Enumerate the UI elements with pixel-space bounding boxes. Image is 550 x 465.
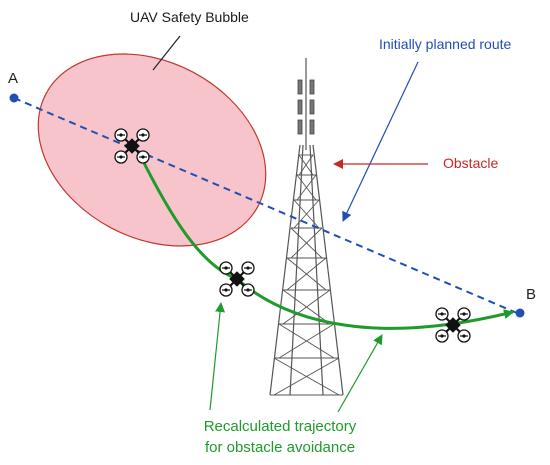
trajectory-arrow-left: [209, 302, 226, 411]
point-b-marker: [515, 308, 525, 318]
point-a-label: A: [8, 70, 19, 87]
uav-drone-icon: [218, 260, 256, 298]
lattice-tower-icon: [269, 58, 344, 396]
point-a-marker: [9, 93, 19, 103]
trajectory-label: Recalculated trajectory for obstacle avo…: [165, 416, 395, 458]
bubble-callout-line: [152, 35, 181, 71]
obstacle-label: Obstacle: [443, 155, 499, 171]
planned-route-label: Initially planned route: [379, 36, 512, 52]
point-b-label: B: [526, 286, 537, 303]
planned-route-arrow: [342, 61, 419, 222]
trajectory-label-line1: Recalculated trajectory: [203, 418, 357, 435]
trajectory-label-line2: for obstacle avoidance: [204, 439, 356, 456]
safety-bubble: [37, 53, 267, 247]
trajectory-arrow-right: [337, 334, 383, 413]
safety-bubble-label: UAV Safety Bubble: [130, 9, 249, 25]
